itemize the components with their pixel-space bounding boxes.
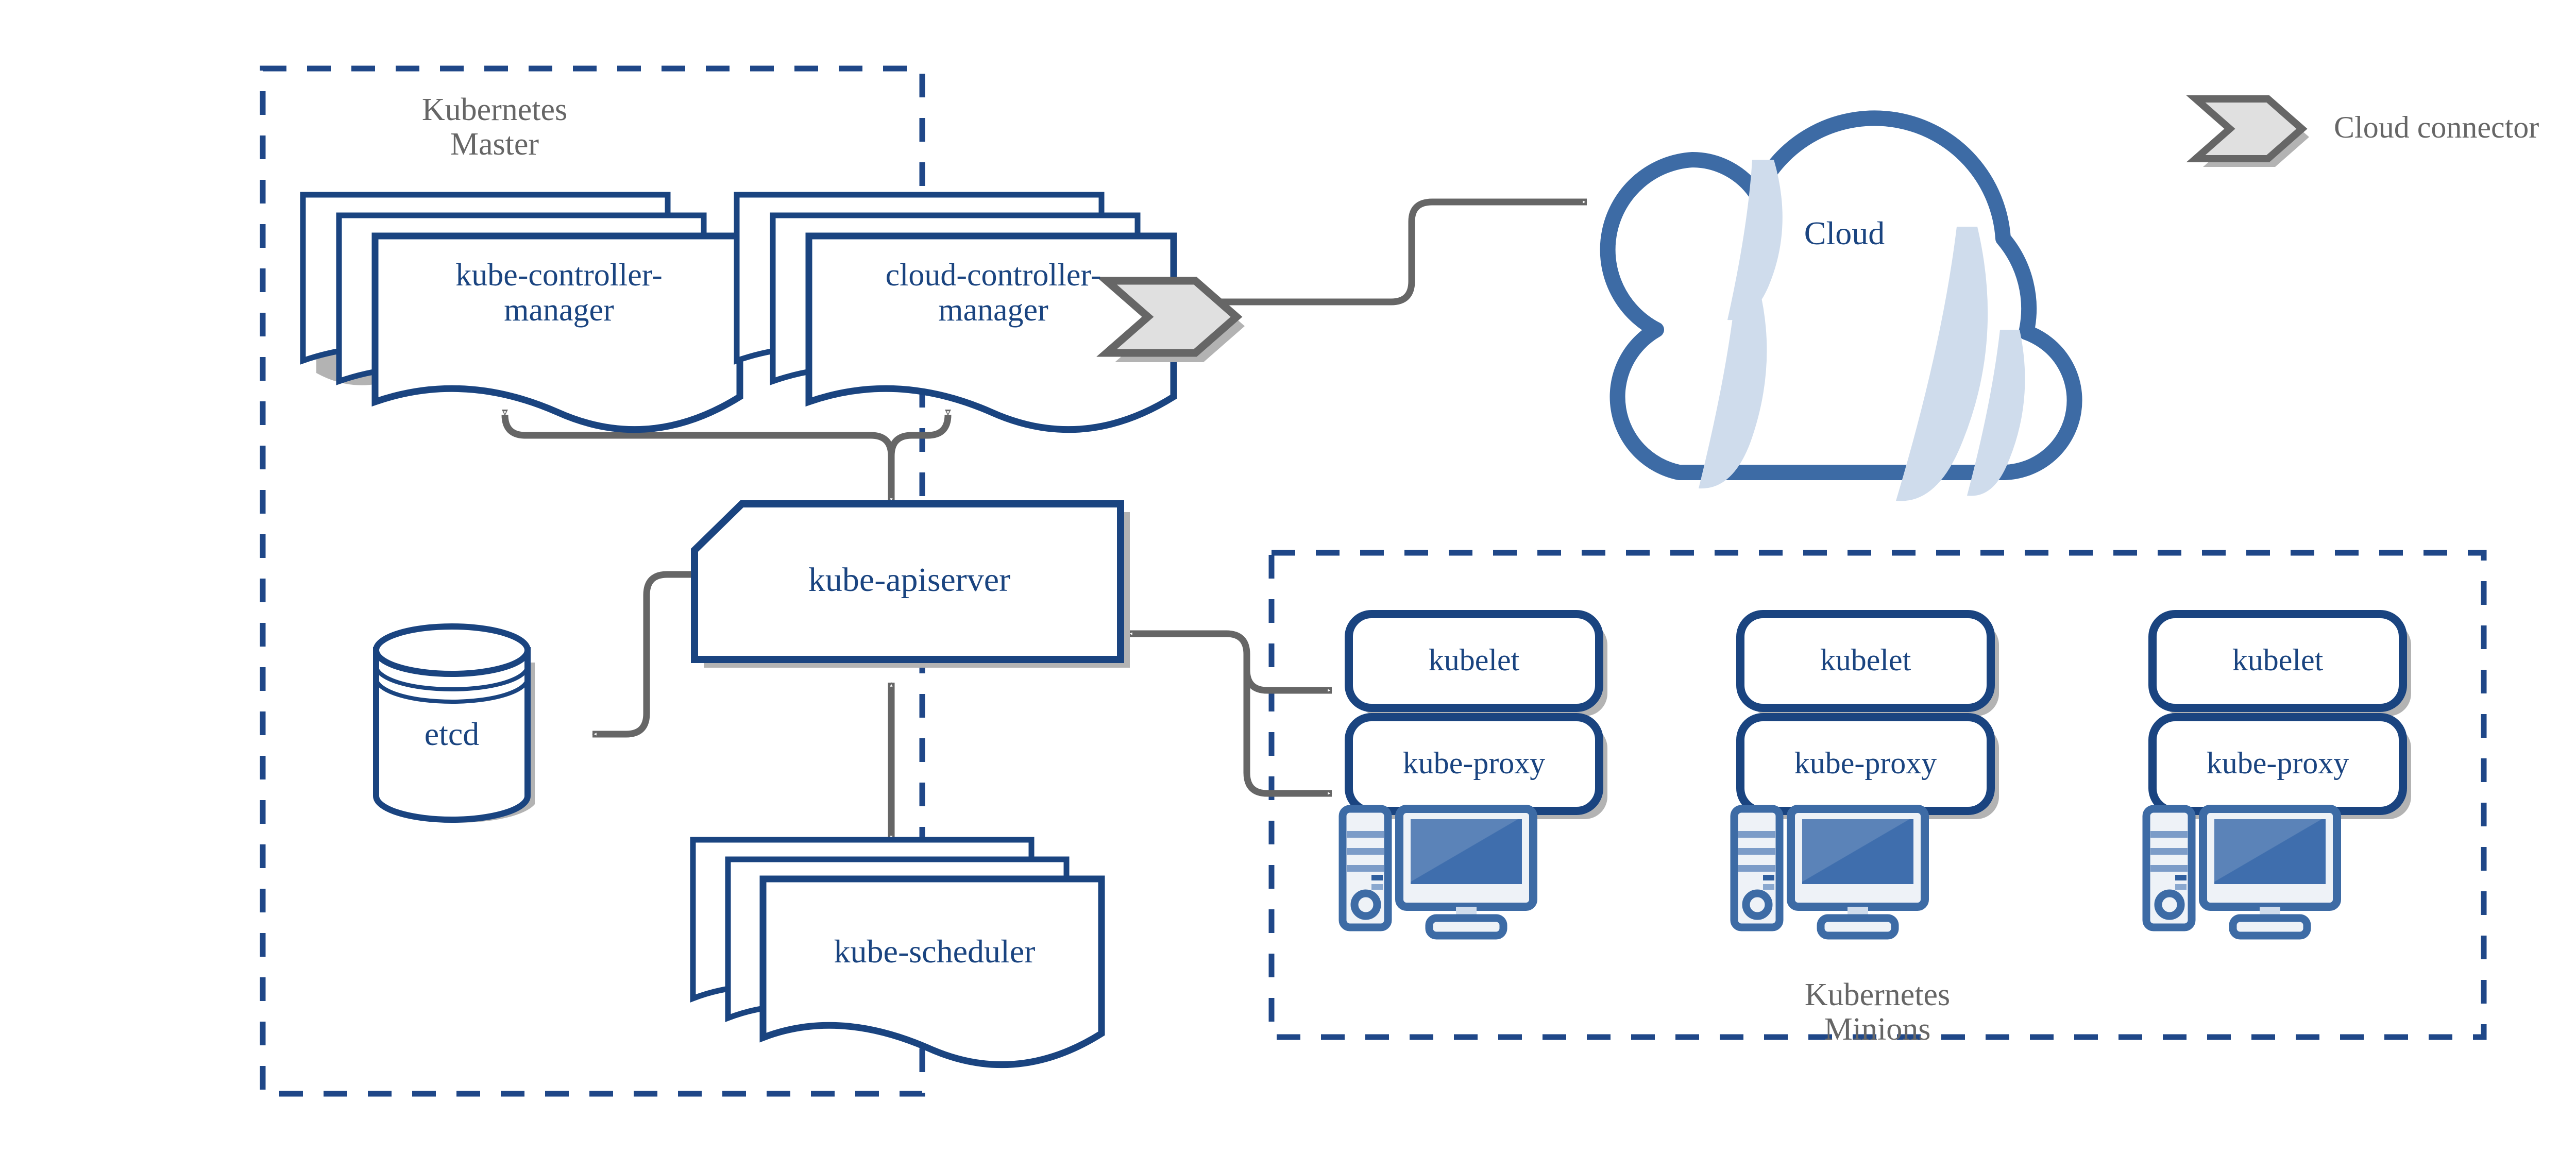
cloud-connector-icon [1096, 277, 1245, 362]
pc-monitor-icon [2199, 805, 2341, 940]
etcd-ring-2 [374, 677, 530, 704]
pc-tower-icon [2142, 805, 2196, 931]
computer-icon-1 [1338, 805, 1537, 940]
node-cloud-controller-manager[interactable] [734, 192, 1177, 433]
node-kube-apiserver[interactable] [691, 500, 1130, 668]
doc-sheet-front [759, 875, 1105, 1068]
connector-apiserver-to-kubeproxy [1243, 670, 1332, 797]
connector-ccm-to-cloud [1195, 198, 1587, 306]
etcd-top [373, 623, 531, 677]
pc-monitor-icon [1395, 805, 1537, 940]
node-cloud[interactable] [1600, 110, 2082, 501]
legend-label-cloud-connector: Cloud connector [2334, 110, 2539, 144]
connector-layer [501, 198, 1587, 840]
doc-sheet-front [371, 232, 743, 433]
node-kubelet-1[interactable] [1345, 610, 1603, 712]
node-kube-proxy-2[interactable] [1736, 713, 1995, 815]
minion-boxes [1345, 610, 2411, 819]
etcd-ring-1 [374, 665, 530, 691]
computer-icon-3 [2142, 805, 2341, 940]
connector-apiserver-to-kubelet [1123, 630, 1332, 694]
node-kube-proxy-3[interactable] [2148, 713, 2407, 815]
apiserver-shape [691, 500, 1124, 663]
node-kubelet-2[interactable] [1736, 610, 1995, 712]
connector-apiserver-to-ccm [888, 410, 952, 456]
pc-monitor-icon [1787, 805, 1929, 940]
computer-icon-2 [1730, 805, 1929, 940]
node-kubelet-3[interactable] [2148, 610, 2407, 712]
node-kube-controller-manager[interactable] [300, 192, 743, 433]
connector-apiserver-to-kcm [501, 410, 895, 456]
pc-tower-icon [1730, 805, 1784, 931]
cloud-shading [1699, 160, 2025, 501]
etcd-body [373, 647, 531, 823]
doc-sheet-front [805, 232, 1177, 433]
pc-tower-icon [1338, 805, 1392, 931]
node-etcd[interactable] [373, 623, 535, 823]
node-kube-proxy-1[interactable] [1345, 713, 1603, 815]
node-kube-scheduler[interactable] [690, 837, 1105, 1068]
connector-etcd-apiserver [592, 571, 696, 738]
legend-cloud-connector-icon [2186, 95, 2309, 167]
